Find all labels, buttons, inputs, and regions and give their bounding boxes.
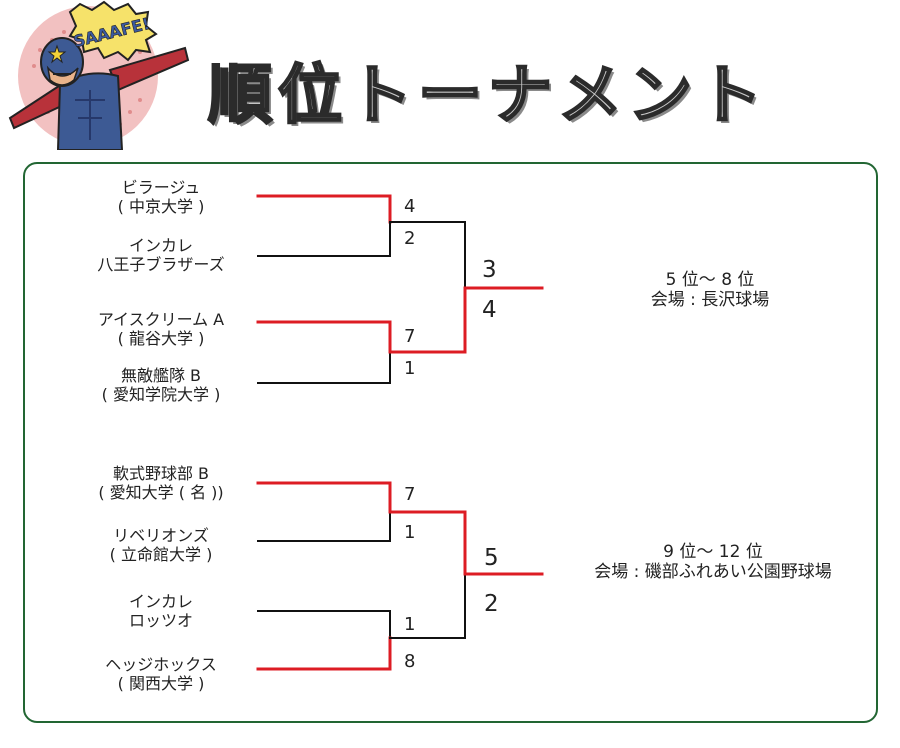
match-score: 7: [404, 326, 416, 347]
team-entry: リベリオンズ ( 立命館大学 ): [41, 526, 281, 564]
team-name: インカレ: [128, 592, 193, 611]
placement-range: 5 位～ 8 位: [665, 270, 755, 290]
team-entry: インカレ ロッツオ: [41, 592, 281, 630]
venue-location: 会場 : 磯部ふれあい公園野球場: [594, 562, 832, 582]
bracket-frame: [23, 162, 878, 723]
team-name: アイスクリーム A: [97, 310, 225, 329]
team-affiliation: ( 愛知学院大学 ): [101, 385, 221, 404]
final-score: 5: [484, 545, 499, 571]
team-affiliation: ( 愛知大学 ( 名 )): [98, 483, 224, 502]
match-score: 1: [404, 614, 416, 635]
page-title: 順位トーナメント: [207, 58, 768, 135]
final-score: 3: [482, 257, 497, 283]
venue-location: 会場 : 長沢球場: [650, 290, 770, 310]
team-affiliation: ( 龍谷大学 ): [117, 329, 205, 348]
match-score: 2: [404, 228, 416, 249]
team-affiliation: ( 関西大学 ): [117, 674, 205, 693]
match-score: 4: [404, 196, 416, 217]
venue-label: 9 位～ 12 位 会場 : 磯部ふれあい公園野球場: [548, 542, 878, 582]
team-name: リベリオンズ: [113, 526, 209, 545]
match-score: 7: [404, 484, 416, 505]
team-entry: 無敵艦隊 B ( 愛知学院大学 ): [41, 366, 281, 404]
mascot-illustration: SAAAFE!: [8, 0, 190, 150]
team-entry: 軟式野球部 B ( 愛知大学 ( 名 )): [41, 464, 281, 502]
team-name: ビラージュ: [121, 178, 201, 197]
match-score: 8: [404, 651, 416, 672]
team-name: ヘッジホックス: [105, 655, 217, 674]
team-entry: ビラージュ ( 中京大学 ): [41, 178, 281, 216]
team-affiliation: ( 中京大学 ): [117, 197, 205, 216]
team-affiliation: ( 立命館大学 ): [109, 545, 213, 564]
final-score: 4: [482, 297, 497, 323]
team-name: 無敵艦隊 B: [120, 366, 202, 385]
team-affiliation: ロッツオ: [128, 611, 193, 630]
final-score: 2: [484, 591, 499, 617]
team-entry: ヘッジホックス ( 関西大学 ): [41, 655, 281, 693]
match-score: 1: [404, 522, 416, 543]
placement-range: 9 位～ 12 位: [663, 542, 763, 562]
team-name: インカレ: [128, 236, 193, 255]
team-name: 軟式野球部 B: [112, 464, 210, 483]
venue-label: 5 位～ 8 位 会場 : 長沢球場: [600, 270, 820, 310]
team-entry: インカレ 八王子ブラザーズ: [41, 236, 281, 274]
match-score: 1: [404, 358, 416, 379]
team-entry: アイスクリーム A ( 龍谷大学 ): [41, 310, 281, 348]
team-affiliation: 八王子ブラザーズ: [97, 255, 225, 274]
